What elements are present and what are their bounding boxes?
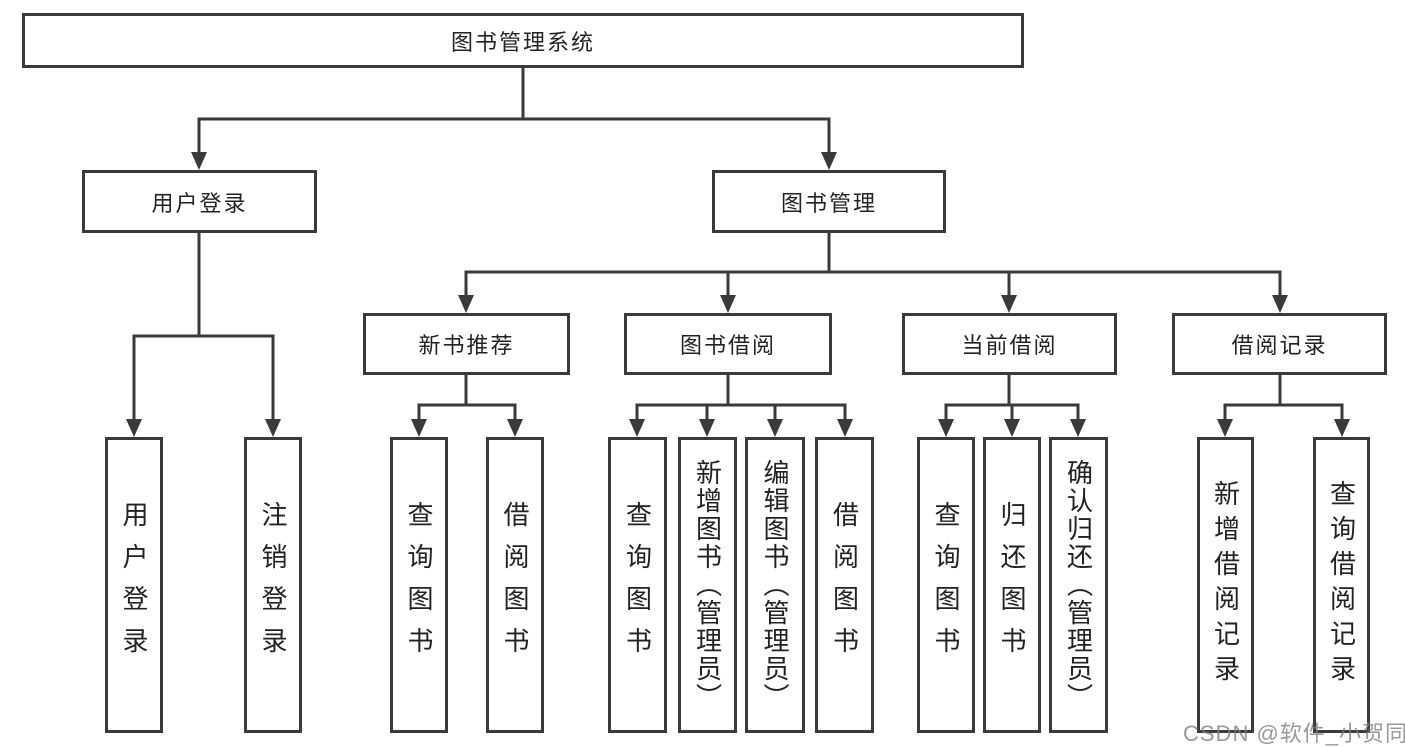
node-root: 图书管理系统 (22, 13, 1024, 68)
leaf-cb-return-books: 归还图书 (983, 437, 1041, 733)
connector-user-login-children (126, 231, 281, 437)
leaf-bb-query-books: 查询图书 (608, 437, 667, 733)
connector-root-to-level2 (191, 66, 837, 170)
connector-book-borrow-children (629, 373, 853, 437)
node-root-label: 图书管理系统 (450, 29, 595, 55)
leaf-logout: 注销登录 (244, 437, 302, 733)
node-borrow-records: 借阅记录 (1172, 313, 1387, 375)
node-user-login-label: 用户登录 (151, 190, 248, 216)
connector-current-borrow-children (938, 373, 1086, 437)
leaf-bb-edit-books-admin: 编辑图书（管理员） (745, 437, 805, 733)
watermark: CSDN @软件_小贺同学 (1183, 721, 1405, 746)
node-book-borrow: 图书借阅 (624, 313, 832, 375)
leaf-br-query-record: 查询借阅记录 (1313, 437, 1370, 733)
node-user-login: 用户登录 (82, 170, 317, 233)
node-current-borrow: 当前借阅 (902, 313, 1117, 375)
leaf-cb-confirm-return-admin: 确认归还（管理员） (1049, 437, 1108, 733)
leaf-nbr-borrow-books: 借阅图书 (486, 437, 544, 733)
node-borrow-records-label: 借阅记录 (1231, 333, 1328, 358)
node-book-management: 图书管理 (712, 170, 946, 233)
node-book-borrow-label: 图书借阅 (679, 333, 776, 358)
leaf-bb-borrow-books: 借阅图书 (815, 437, 874, 733)
leaf-bb-add-books-admin: 新增图书（管理员） (678, 437, 737, 733)
connector-new-book-recommend-children (411, 373, 523, 437)
connector-borrow-records-children (1217, 373, 1350, 437)
leaf-user-login: 用户登录 (105, 437, 163, 733)
connector-book-management-children (458, 231, 1288, 313)
leaf-br-add-record: 新增借阅记录 (1197, 437, 1254, 733)
leaf-nbr-query-books: 查询图书 (390, 437, 448, 733)
node-current-borrow-label: 当前借阅 (961, 333, 1058, 358)
leaf-cb-query-books: 查询图书 (917, 437, 975, 733)
node-new-book-recommend-label: 新书推荐 (418, 333, 515, 358)
node-book-management-label: 图书管理 (780, 190, 877, 216)
node-new-book-recommend: 新书推荐 (363, 313, 570, 375)
